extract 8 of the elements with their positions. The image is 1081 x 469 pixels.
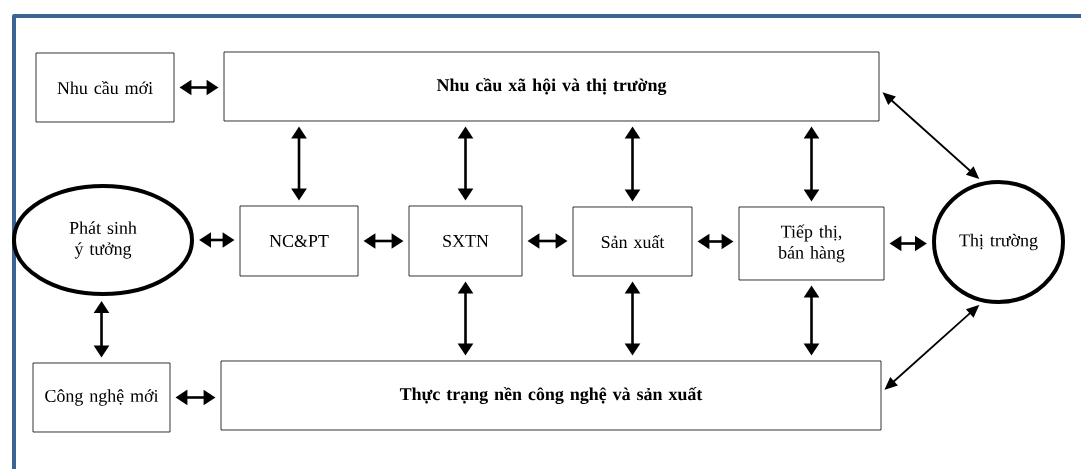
process-box: SXTN: [408, 205, 523, 277]
process-box: NC&PT: [239, 205, 359, 277]
process-box: Thực trạng nền công nghệ và sản xuất: [220, 360, 882, 431]
process-box: Công nghệ mới: [32, 362, 171, 433]
process-box: Nhu cầu mới: [35, 52, 175, 123]
process-box: Nhu cầu xã hội và thị trường: [223, 51, 880, 122]
process-box: Tiếp thị, bán hàng: [738, 206, 885, 281]
process-box: Sản xuất: [572, 206, 693, 277]
